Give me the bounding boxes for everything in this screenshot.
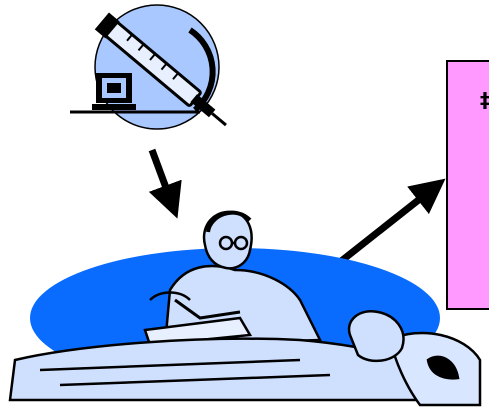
arrow-up-right-icon <box>340 183 440 262</box>
syringe-and-monitor-icon <box>70 5 233 133</box>
arrow-down-icon <box>152 150 175 212</box>
note-glyph: ‡ <box>480 88 489 112</box>
